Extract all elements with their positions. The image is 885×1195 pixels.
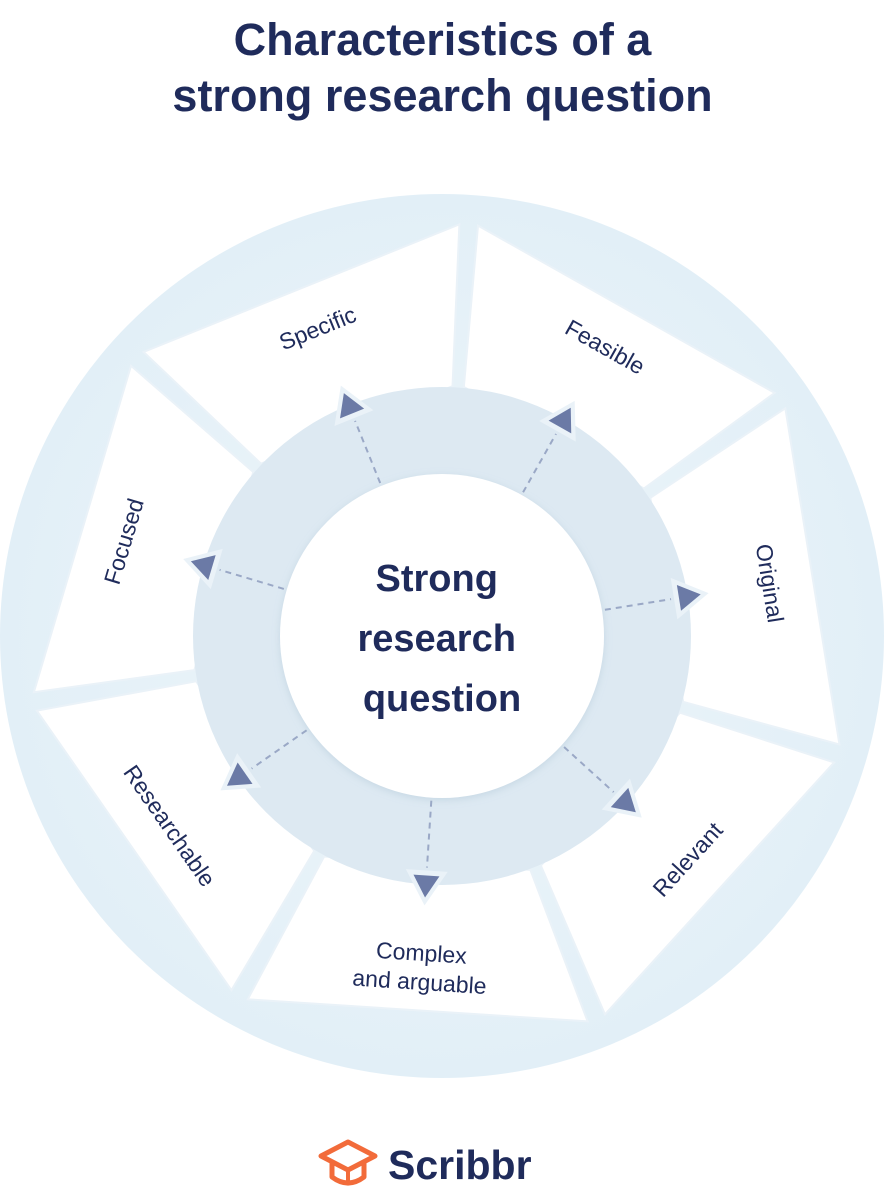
title-line-1: Characteristics of a (233, 14, 652, 65)
title-line-2: strong research question (172, 70, 713, 121)
brand-logo: Scribbr (318, 1135, 532, 1195)
center-line-3: question (363, 678, 521, 720)
connector-line-feasible (522, 433, 557, 493)
connector-line-complex-and-arguable (425, 800, 433, 868)
center-line-1: Strong (376, 558, 498, 600)
brand-name: Scribbr (388, 1141, 532, 1188)
connector-line-specific (354, 420, 382, 484)
arrow-icon-feasible (539, 400, 576, 442)
center-circle (280, 474, 604, 798)
center-line-2: research (357, 618, 515, 660)
connector-line-researchable (251, 729, 308, 770)
arrow-icon-focused (183, 548, 223, 590)
arrow-icon-complex-and-arguable (405, 869, 448, 906)
arrow-icon-original (670, 577, 709, 620)
connector-line-focused (219, 568, 285, 590)
graduation-cap-logo-icon (318, 1139, 378, 1186)
arrow-icon-relevant (601, 778, 642, 818)
connectors-layer (183, 385, 709, 906)
segments-layer (32, 222, 841, 1023)
connector-line-original (604, 598, 672, 611)
page-title: Characteristics of a strong research que… (0, 12, 885, 124)
segment-original (649, 406, 841, 746)
arrow-icon-researchable (220, 753, 262, 791)
connector-line-relevant (563, 746, 615, 793)
segment-complex-and-arguable (246, 855, 590, 1023)
arrow-icon-specific (334, 385, 374, 426)
segment-label-line: Complex (375, 937, 468, 969)
center-label: Strong research question (357, 558, 526, 720)
